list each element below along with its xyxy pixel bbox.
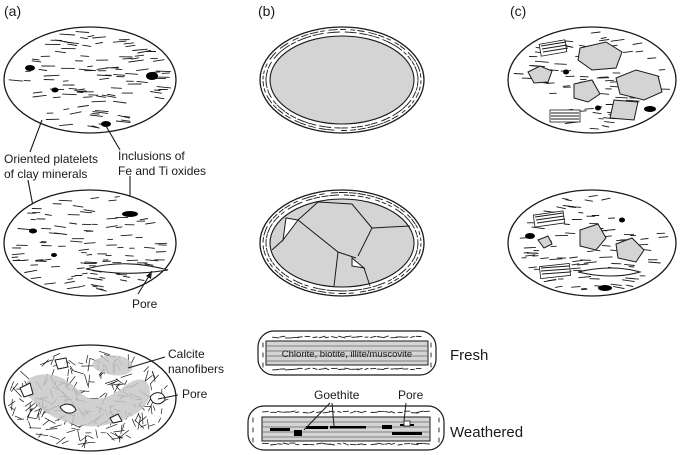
leader-line (105, 125, 121, 151)
particle-c1 (507, 26, 677, 134)
label-fresh: Fresh (450, 347, 488, 364)
label-oriented-platelets-2: of clay minerals (4, 167, 87, 181)
phyllosilicate-grain (538, 39, 569, 57)
mineral-grain (573, 79, 601, 103)
pore (403, 420, 411, 427)
panel-label-c: (c) (510, 3, 526, 19)
clay-rim (262, 192, 422, 294)
label-pore-weathered: Pore (398, 388, 424, 402)
pore (19, 382, 34, 398)
pore (59, 403, 77, 414)
label-inclusions-2: Fe and Ti oxides (118, 164, 206, 178)
label-inclusions-1: Inclusions of (118, 149, 185, 163)
oxide-inclusion (525, 233, 535, 239)
pore (54, 357, 69, 370)
oxide-inclusion (644, 106, 656, 112)
mineral-grain (527, 65, 553, 84)
oxide-inclusion (122, 211, 138, 217)
mineral-grain (269, 35, 415, 125)
clay-rim (265, 31, 419, 129)
panel-label-a: (a) (4, 3, 21, 19)
clay-rim (265, 194, 419, 292)
oxide-inclusion (619, 217, 625, 223)
oxide-inclusion (25, 65, 35, 71)
leader-line (127, 356, 166, 369)
clay-platelets (11, 196, 168, 292)
clay-rim (262, 29, 422, 131)
pore (85, 263, 169, 274)
oxide-inclusion (563, 69, 569, 75)
grain-boundaries (271, 201, 411, 287)
fresh-mineral-label: Chlorite, biotite, illite/muscovite (282, 349, 412, 360)
phyllosilicate-grain (549, 109, 581, 123)
oxide-inclusion (51, 253, 57, 257)
leader-line (157, 394, 179, 400)
label-calcite-2: nanofibers (168, 362, 224, 376)
label-oriented-platelets-1: Oriented platelets (4, 152, 98, 166)
label-calcite-1: Calcite (168, 347, 205, 361)
particle-b2 (259, 189, 425, 297)
mineral-grain (269, 198, 415, 288)
mineral-grain (537, 235, 553, 249)
cleavage-lines (266, 345, 428, 362)
oxide-inclusion (51, 87, 59, 93)
panel-label-b: (b) (258, 3, 275, 19)
weathered-particle (247, 405, 445, 451)
particle-c2 (507, 189, 677, 297)
calcite-aggregate (92, 355, 133, 376)
oxide-inclusion (598, 285, 612, 291)
clay-rim (262, 335, 432, 371)
oxide-inclusion (29, 228, 37, 234)
particle-b1 (259, 26, 425, 134)
leader-line (303, 402, 331, 431)
mineral-grain (615, 237, 645, 263)
fresh-particle: Chlorite, biotite, illite/muscovite (257, 330, 437, 376)
pore (577, 267, 642, 277)
mineral-grain (577, 41, 623, 71)
label-goethite: Goethite (314, 388, 360, 402)
phyllosilicate-grain (539, 263, 571, 279)
particle-a3 (3, 344, 177, 452)
phyllosilicate-grain (532, 210, 566, 228)
leader-line (403, 402, 407, 422)
pore (351, 256, 366, 269)
oxide-inclusion (146, 72, 158, 80)
arrowhead (146, 271, 152, 279)
label-pore-a3: Pore (182, 387, 208, 401)
leader-line (29, 119, 43, 153)
label-pore-a2: Pore (132, 297, 158, 311)
mineral-grain (615, 69, 663, 101)
mineral-grain (609, 99, 639, 121)
label-weathered: Weathered (450, 424, 523, 441)
calcite-aggregate (26, 374, 150, 427)
pore (109, 413, 123, 424)
pore (149, 392, 166, 405)
leader-line (331, 402, 335, 427)
mineral-grain (579, 223, 607, 251)
particle-a2 (3, 189, 177, 297)
pore (282, 217, 299, 242)
clay-rim (252, 410, 440, 446)
oxide-inclusion (101, 121, 111, 127)
particle-a1 (3, 26, 177, 134)
oxide-inclusion (595, 105, 601, 111)
